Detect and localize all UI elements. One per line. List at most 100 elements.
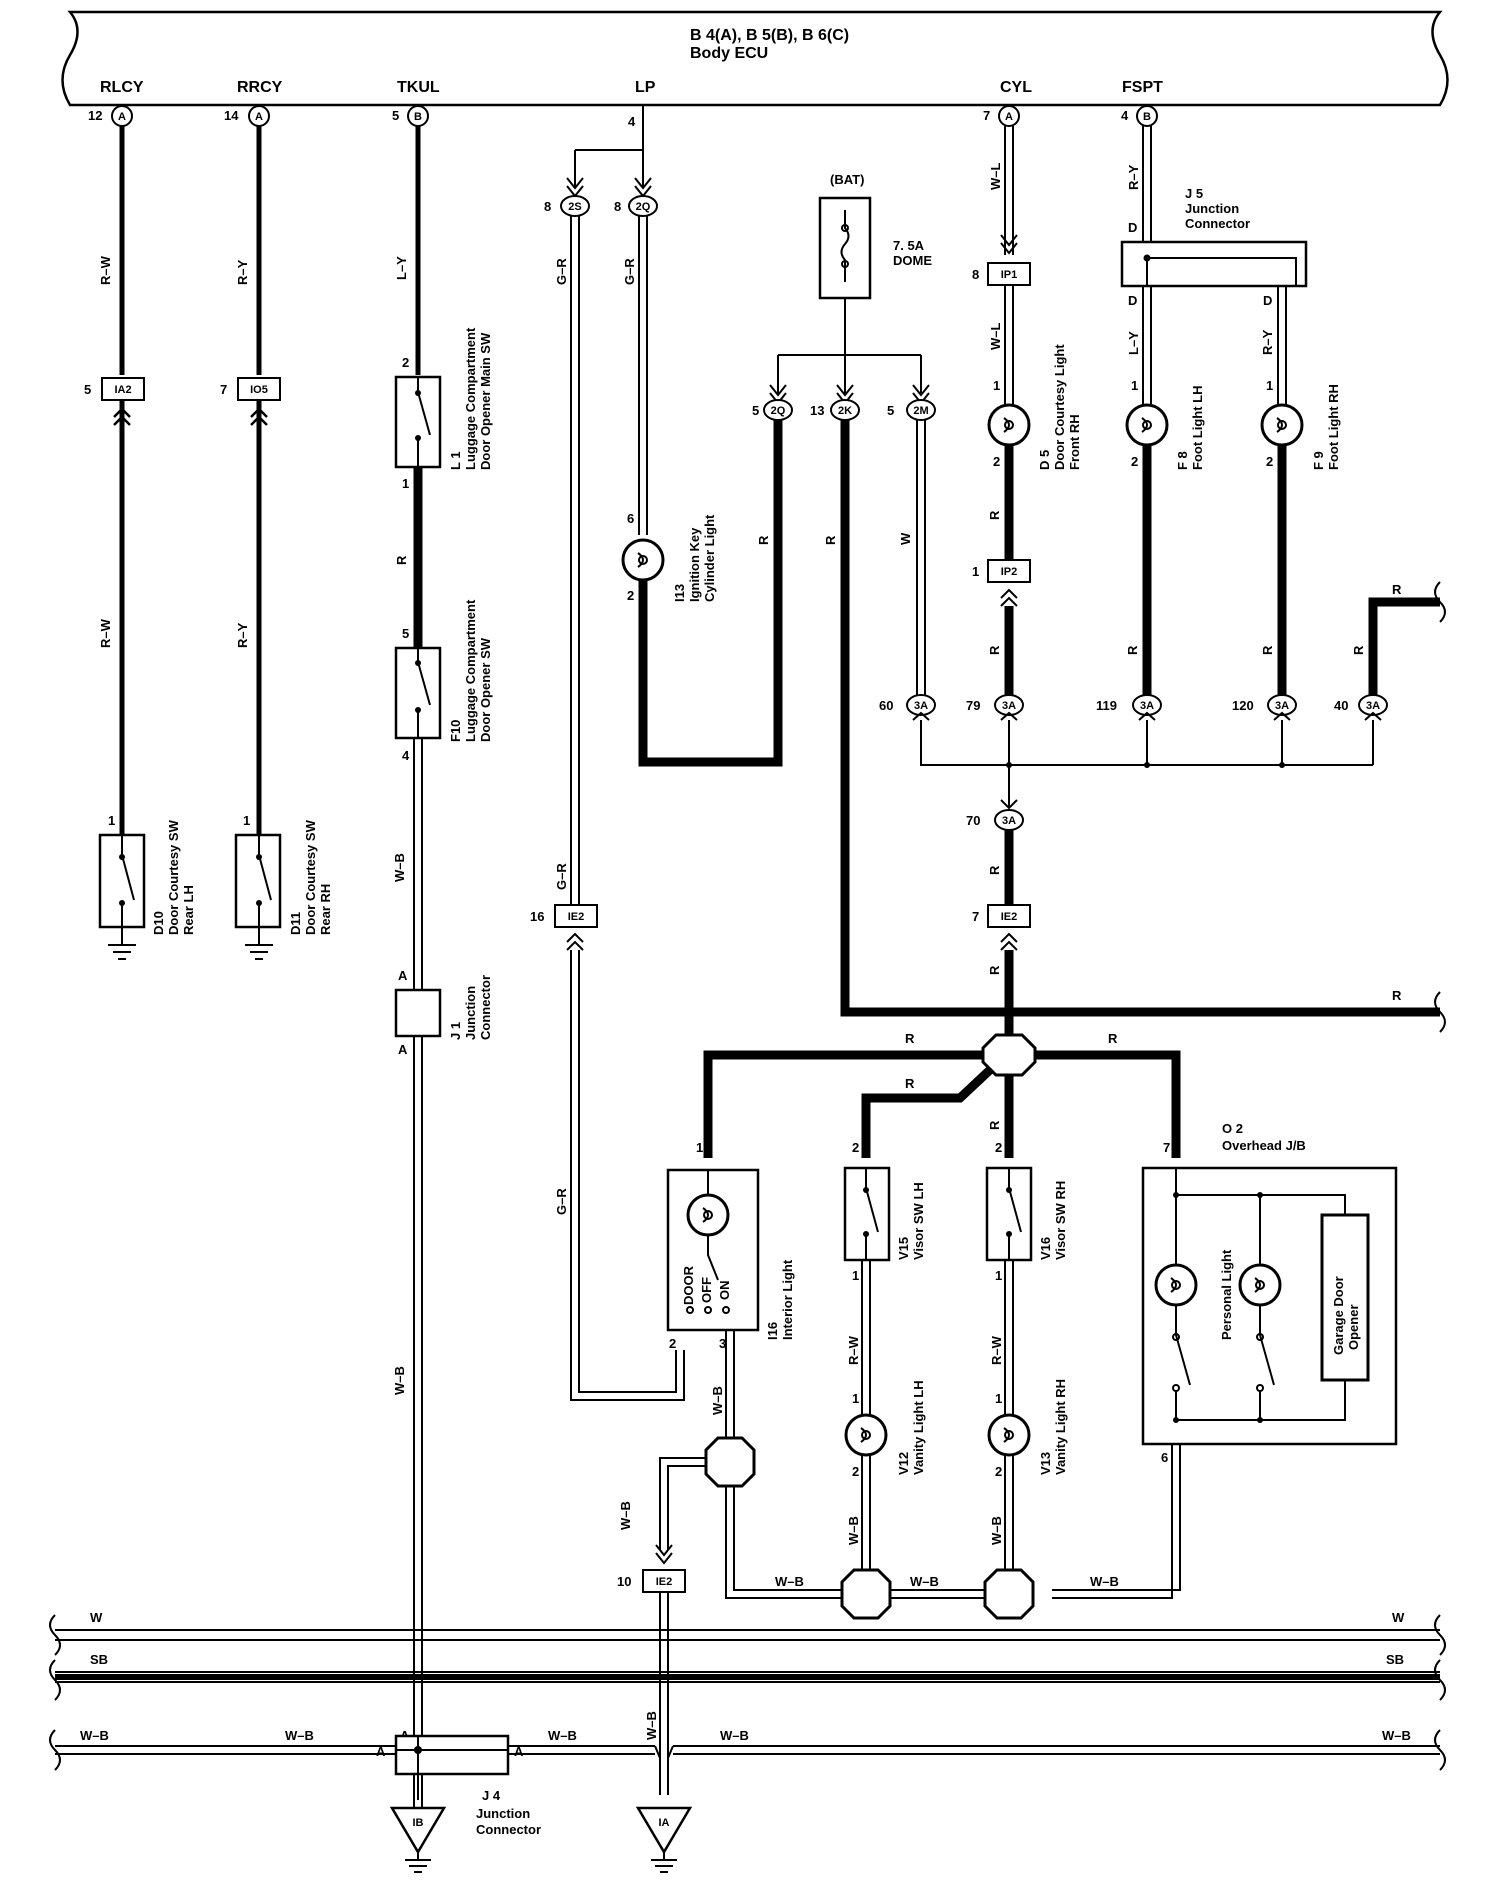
svg-text:A: A bbox=[1005, 111, 1013, 123]
svg-text:16: 16 bbox=[530, 909, 544, 924]
ip1-connector-label: IP1 bbox=[1001, 269, 1018, 281]
v16-id: V16 bbox=[1038, 1237, 1053, 1260]
svg-text:Connector: Connector bbox=[478, 975, 493, 1040]
fspt-circuit: R–Y D J 5 Junction Connector D D L–Y R–Y… bbox=[1120, 126, 1446, 695]
io5-connector-label: IO5 bbox=[250, 384, 268, 396]
svg-text:R: R bbox=[1392, 988, 1402, 1003]
svg-text:60: 60 bbox=[879, 698, 893, 713]
svg-text:1: 1 bbox=[1266, 378, 1273, 393]
c2q-label-b: 2Q bbox=[771, 405, 786, 417]
svg-text:8: 8 bbox=[544, 199, 551, 214]
svg-text:7: 7 bbox=[1163, 1140, 1170, 1155]
svg-text:A: A bbox=[398, 968, 408, 983]
ecu-box bbox=[61, 10, 1449, 107]
svg-text:R: R bbox=[756, 535, 771, 545]
svg-text:A: A bbox=[514, 1744, 524, 1759]
svg-text:Door Opener SW: Door Opener SW bbox=[478, 637, 493, 742]
svg-text:(BAT): (BAT) bbox=[830, 172, 864, 187]
svg-text:R–W: R–W bbox=[98, 255, 113, 285]
svg-text:Connector: Connector bbox=[1185, 216, 1250, 231]
svg-text:2: 2 bbox=[852, 1464, 859, 1479]
c2q-label: 2Q bbox=[636, 201, 651, 213]
svg-text:70: 70 bbox=[966, 813, 980, 828]
c2k-label: 2K bbox=[838, 405, 852, 417]
svg-text:4: 4 bbox=[1121, 108, 1129, 123]
r-main-line: R R bbox=[823, 420, 1446, 1033]
svg-text:W: W bbox=[898, 532, 913, 545]
svg-text:W–L: W–L bbox=[988, 323, 1003, 351]
svg-text:5: 5 bbox=[402, 626, 409, 641]
svg-text:3A: 3A bbox=[1002, 700, 1016, 712]
svg-text:W–B: W–B bbox=[392, 1366, 407, 1395]
svg-text:1: 1 bbox=[243, 813, 250, 828]
svg-text:Door Courtesy Light: Door Courtesy Light bbox=[1052, 344, 1067, 470]
svg-text:W–B: W–B bbox=[910, 1574, 939, 1589]
svg-text:R–W: R–W bbox=[989, 1335, 1004, 1365]
svg-text:B: B bbox=[1143, 111, 1151, 123]
svg-text:W: W bbox=[1392, 1610, 1405, 1625]
svg-text:W–B: W–B bbox=[720, 1728, 749, 1743]
svg-text:W–B: W–B bbox=[392, 853, 407, 882]
svg-text:Luggage Compartment: Luggage Compartment bbox=[463, 599, 478, 742]
bottom-buses: W W SB SB W–B W–B W–B W–B W–B bbox=[49, 1610, 1446, 1771]
svg-text:W–B: W–B bbox=[1382, 1728, 1411, 1743]
terminal-rlcy-label: RLCY bbox=[100, 79, 144, 96]
svg-text:4: 4 bbox=[402, 748, 410, 763]
v12-id: V12 bbox=[896, 1452, 911, 1475]
svg-text:R–W: R–W bbox=[846, 1335, 861, 1365]
j5-id: J 5 bbox=[1185, 186, 1203, 201]
rrcy-circuit: R–Y IO5 7 R–Y 1 D11 Door Courtesy SW Rea… bbox=[220, 126, 333, 960]
svg-text:W–B: W–B bbox=[548, 1728, 577, 1743]
w-b-bottom-bus: W–B W–B W–B bbox=[775, 1568, 1119, 1620]
svg-text:Luggage Compartment: Luggage Compartment bbox=[463, 327, 478, 470]
svg-text:SB: SB bbox=[1386, 1652, 1404, 1667]
j4-and-grounds: A A A J 4 Junction Connector IB IA bbox=[376, 1728, 693, 1873]
svg-text:Vanity Light RH: Vanity Light RH bbox=[1053, 1379, 1068, 1475]
svg-text:5: 5 bbox=[887, 403, 894, 418]
svg-text:A: A bbox=[255, 111, 263, 123]
svg-text:R: R bbox=[1351, 645, 1366, 655]
svg-text:Visor SW RH: Visor SW RH bbox=[1053, 1181, 1068, 1260]
svg-text:R–Y: R–Y bbox=[235, 259, 250, 285]
svg-text:1: 1 bbox=[995, 1391, 1002, 1406]
svg-text:1: 1 bbox=[993, 378, 1000, 393]
l1-id: L 1 bbox=[448, 451, 463, 470]
svg-text:2: 2 bbox=[1131, 454, 1138, 469]
svg-text:R: R bbox=[987, 645, 1002, 655]
svg-text:5: 5 bbox=[392, 108, 399, 123]
svg-text:79: 79 bbox=[966, 698, 980, 713]
personal-light-label: Personal Light bbox=[1219, 1249, 1234, 1340]
svg-text:W–B: W–B bbox=[80, 1728, 109, 1743]
svg-text:Visor SW LH: Visor SW LH bbox=[911, 1182, 926, 1260]
svg-text:R–Y: R–Y bbox=[1260, 329, 1275, 355]
ecu-pin-tkul: B 5 bbox=[392, 105, 429, 127]
svg-text:2: 2 bbox=[995, 1140, 1002, 1155]
c2m-label: 2M bbox=[913, 405, 928, 417]
svg-text:B: B bbox=[414, 111, 422, 123]
svg-text:8: 8 bbox=[614, 199, 621, 214]
svg-text:Overhead J/B: Overhead J/B bbox=[1222, 1138, 1306, 1153]
fuse-name: DOME bbox=[893, 253, 932, 268]
d10-id: D10 bbox=[151, 911, 166, 935]
svg-text:Connector: Connector bbox=[476, 1822, 541, 1837]
ecu-pin-lp: 4 bbox=[628, 114, 636, 129]
svg-text:5: 5 bbox=[84, 382, 91, 397]
svg-text:A: A bbox=[376, 1744, 386, 1759]
svg-text:R: R bbox=[987, 865, 1002, 875]
svg-text:W: W bbox=[90, 1610, 103, 1625]
svg-text:R: R bbox=[987, 965, 1002, 975]
ia2-connector-label: IA2 bbox=[114, 384, 131, 396]
ecu-pin-rrcy: A 14 bbox=[224, 105, 270, 127]
svg-text:W–L: W–L bbox=[988, 163, 1003, 191]
d5-id: D 5 bbox=[1037, 450, 1052, 470]
svg-text:Door Courtesy SW: Door Courtesy SW bbox=[166, 819, 181, 935]
cyl-circuit: W–L IP1 8 W–L 1 2 D 5 Door Courtesy Ligh… bbox=[972, 126, 1082, 695]
fuse-rating: 7. 5A bbox=[893, 238, 925, 253]
svg-text:G–R: G–R bbox=[554, 258, 569, 285]
connector-3a-row: 3A 60 3A 79 3A 119 3A 120 3A 40 3A 70 R … bbox=[879, 694, 1388, 1035]
svg-text:W–B: W–B bbox=[644, 1711, 659, 1740]
r-distribution: R R R R bbox=[703, 1031, 1181, 1158]
svg-text:3A: 3A bbox=[1275, 700, 1289, 712]
d11-id: D11 bbox=[288, 912, 303, 935]
